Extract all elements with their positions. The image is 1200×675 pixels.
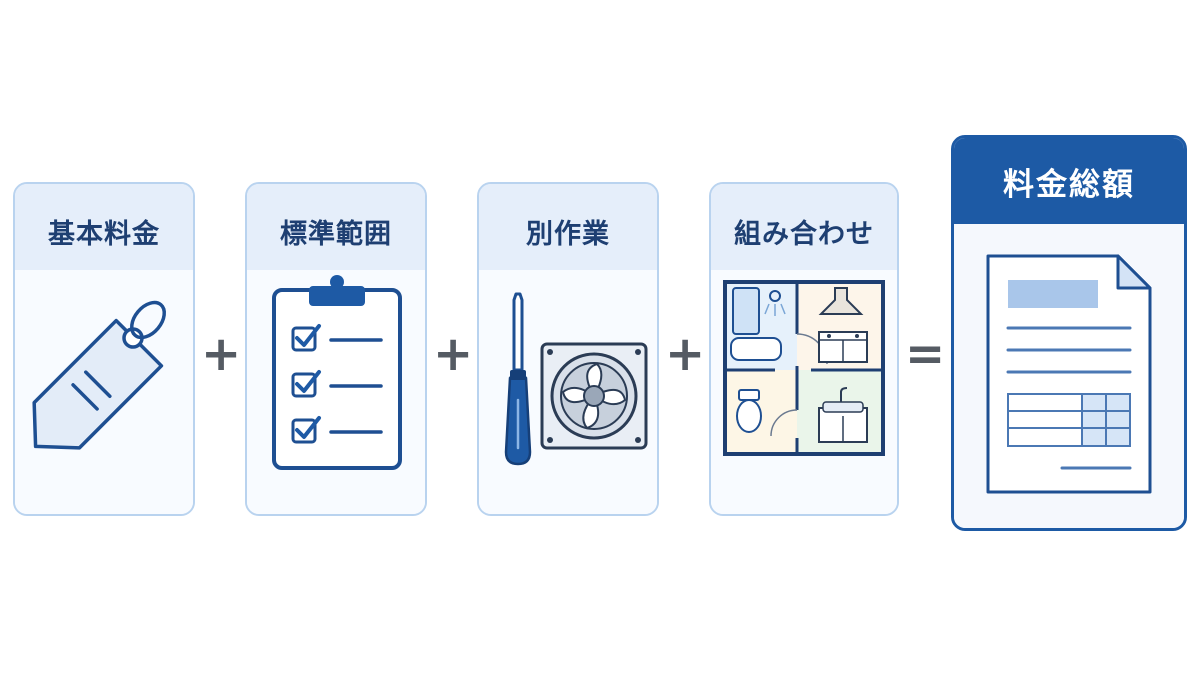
equals-operator: = [905,326,946,382]
standard-scope-body [247,270,425,514]
plus-operator-1: + [201,326,242,382]
floor-plan-icon [723,280,885,456]
price-tag-icon [32,300,167,450]
extra-work-card: 別作業 [477,182,659,516]
screwdriver-fan-icon [504,292,648,466]
invoice-document-icon [986,254,1152,494]
combination-card: 組み合わせ [709,182,899,516]
combination-body [711,270,897,514]
combination-title: 組み合わせ [711,184,897,270]
plus-operator-2: + [433,326,474,382]
basic-fee-body [15,270,193,514]
basic-fee-title: 基本料金 [15,184,193,270]
standard-scope-card: 標準範囲 [245,182,427,516]
clipboard-checklist-icon [272,275,402,470]
plus-operator-3: + [665,326,706,382]
extra-work-body [479,270,657,514]
basic-fee-card: 基本料金 [13,182,195,516]
standard-scope-title: 標準範囲 [247,184,425,270]
total-amount-body [954,224,1184,528]
total-amount-card: 料金総額 [951,135,1187,531]
extra-work-title: 別作業 [479,184,657,270]
total-amount-title: 料金総額 [954,138,1184,224]
